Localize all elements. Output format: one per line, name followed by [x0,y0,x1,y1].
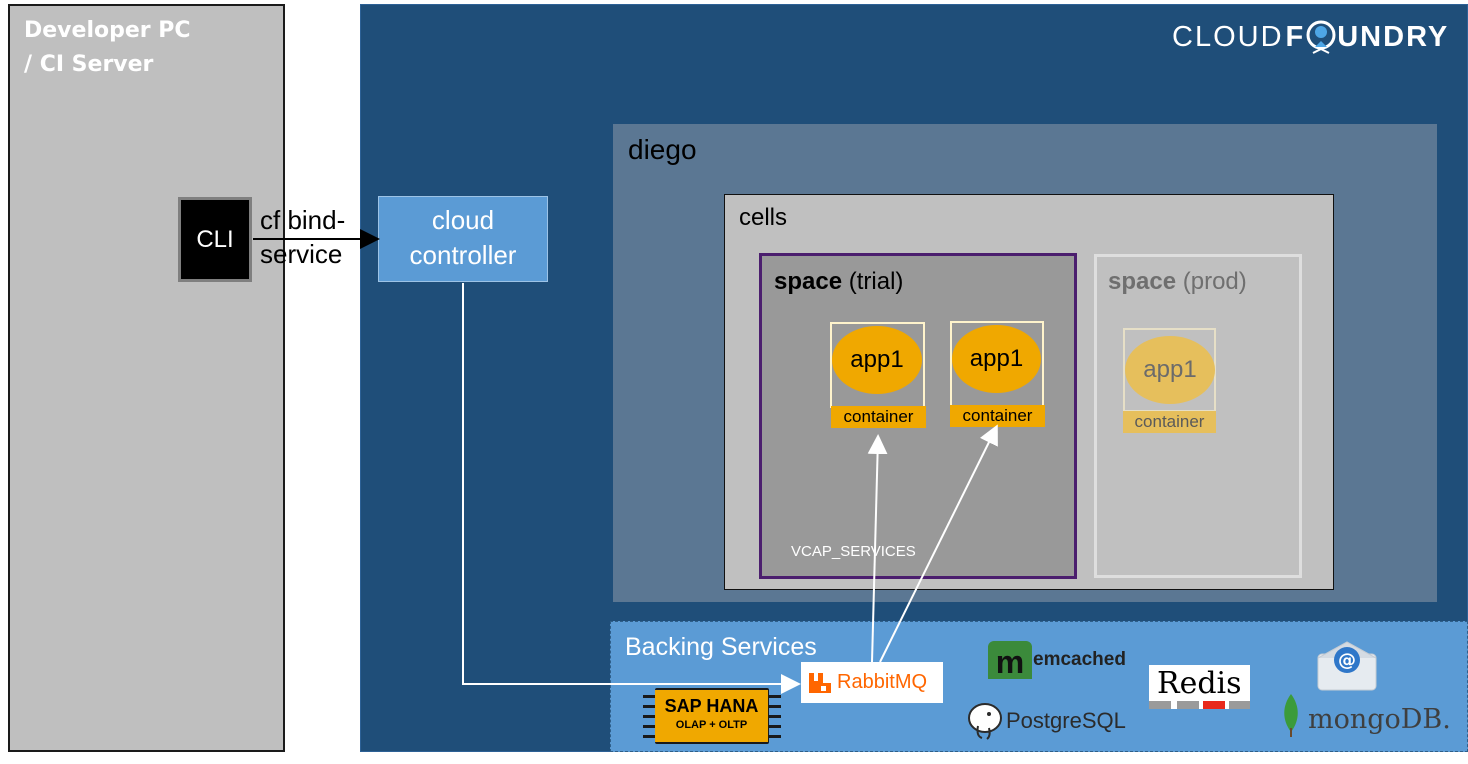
cli-label: CLI [196,225,234,253]
developer-pc-title: Developer PC / CI Server [24,14,274,82]
space-prod-label-rest: (prod) [1176,268,1247,295]
rabbitmq-text: RabbitMQ [837,671,928,693]
app-name: app1 [969,345,1024,372]
space-trial-label: space (trial) [774,268,903,296]
app-node-prod: app1 [1125,336,1215,404]
foundry-o-svg [1306,20,1336,54]
space-trial-label-rest: (trial) [842,268,904,295]
cloud-controller-box: cloud controller [378,196,548,282]
svg-text:@: @ [1338,650,1356,671]
foundry-o-icon [1305,15,1337,59]
container-label-prod: container [1123,411,1216,433]
cloud-controller-line1: cloud [431,205,495,235]
cli-box: CLI [178,197,252,282]
cloud-foundry-logo: CLOUD F UNDRY [1172,14,1449,60]
logo-text-foundry-rest: UNDRY [1337,20,1450,53]
diego-label: diego [628,134,697,165]
app-node: app1 [832,326,922,394]
container-label: container [831,406,926,428]
bind-service-command: cf bind- service [260,203,345,271]
vcap-services-label: VCAP_SERVICES [791,543,916,560]
postgresql-elephant-icon [968,703,1002,740]
developer-pc-panel [8,4,285,752]
app-node: app1 [952,325,1041,393]
developer-pc-title-line1: Developer PC [24,18,191,43]
rabbitmq-to-app2-arrow [879,424,998,663]
postgresql-text: PostgreSQL [1006,708,1126,733]
rabbitmq-icon [809,672,831,693]
app-name: app1 [1143,356,1197,383]
sap-hana-subtitle: OLAP + OLTP [675,719,748,731]
developer-pc-title-line2: / CI Server [24,52,154,77]
sap-hana-title: SAP HANA [664,696,759,716]
email-icon: @ [1317,641,1377,691]
mongodb-leaf-icon [1284,694,1298,737]
container-label: container [950,405,1045,427]
controller-to-rabbitmq-arrow [462,283,801,694]
sap-hana-label: SAP HANA OLAP + OLTP [655,690,768,742]
bind-service-command-line2: service [260,239,343,269]
memcached-logo: m emcached [988,641,1126,679]
memcached-text: emcached [1033,649,1126,670]
redis-text: Redis [1157,666,1242,701]
bind-service-command-line1: cf bind- [260,205,346,235]
backing-services-label: Backing Services [625,633,817,661]
logo-text-cloud: CLOUD [1172,20,1284,53]
memcached-m-icon: m [988,641,1032,679]
space-prod-label: space (prod) [1108,268,1247,296]
rabbitmq-to-app1-arrow [867,434,888,663]
redis-bar-icon [1149,701,1250,709]
rabbitmq-logo: RabbitMQ [801,662,943,703]
mongodb-text: mongoDB. [1308,704,1451,735]
cloud-controller-line2: controller [409,240,517,270]
cells-label: cells [739,204,788,231]
space-prod-label-bold: space [1108,268,1177,295]
space-trial-label-bold: space [774,268,843,295]
app-name: app1 [850,346,904,373]
logo-text-foundry-first: F [1285,20,1306,53]
